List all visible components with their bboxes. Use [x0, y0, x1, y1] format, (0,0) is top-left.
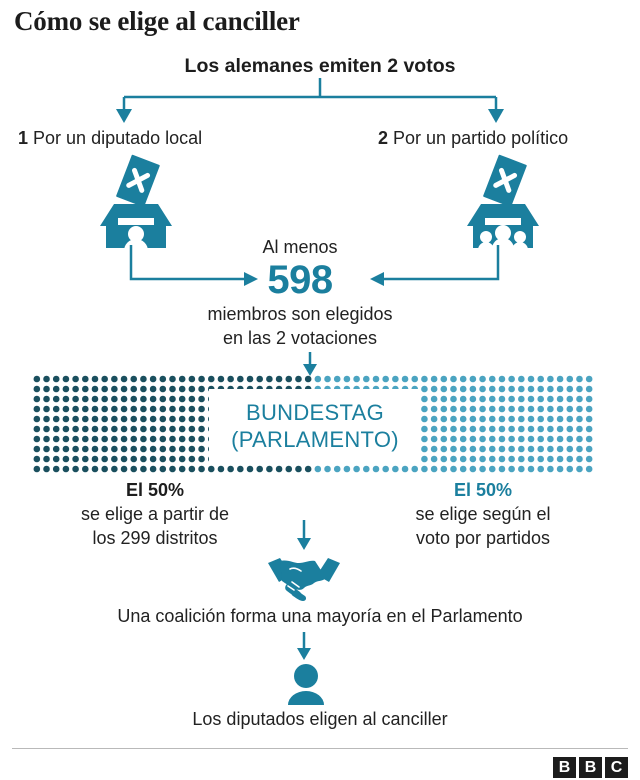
chancellor-caption: Los diputados eligen al canciller	[192, 709, 448, 729]
ballot-box-single-person-icon	[100, 154, 172, 251]
members-suffix: miembros son elegidos en las 2 votacione…	[150, 302, 450, 350]
bbc-logo-letter-2: B	[579, 757, 602, 778]
arrow-to-chancellor	[297, 632, 311, 660]
bbc-logo-letter-1: B	[553, 757, 576, 778]
person-icon	[288, 664, 324, 705]
right-half-line2: voto por partidos	[415, 528, 551, 548]
members-suffix-line1: miembros son elegidos	[207, 304, 393, 324]
left-half-heading: El 50%	[125, 480, 185, 500]
ballot-box-group-people-icon	[467, 154, 539, 250]
parliament-label: BUNDESTAG (PARLAMENTO)	[209, 389, 421, 463]
right-half-heading: El 50%	[453, 480, 513, 500]
members-suffix-line2: en las 2 votaciones	[222, 328, 378, 348]
branch-label-2: 2 Por un partido político	[378, 128, 640, 149]
members-count: 598	[267, 258, 333, 302]
right-half-caption: El 50% se elige según el voto por partid…	[348, 478, 618, 550]
left-half-caption: El 50% se elige a partir de los 299 dist…	[20, 478, 290, 550]
parliament-name-line2: (PARLAMENTO)	[231, 427, 399, 452]
branch-text-1: Por un diputado local	[33, 128, 203, 148]
bbc-logo: B B C	[553, 757, 628, 778]
branch-number-2: 2	[378, 128, 389, 148]
arrow-to-parliament	[303, 352, 317, 376]
converge-arrows	[129, 245, 500, 286]
right-half-line1: se elige según el	[415, 504, 551, 524]
footer-divider	[12, 748, 628, 749]
bbc-logo-letter-3: C	[605, 757, 628, 778]
left-half-line2: los 299 distritos	[92, 528, 218, 548]
members-prefix: Al menos	[262, 237, 338, 257]
left-half-line1: se elige a partir de	[80, 504, 230, 524]
branch-number-1: 1	[18, 128, 29, 148]
handshake-icon	[268, 558, 340, 601]
coalition-caption: Una coalición forma una mayoría en el Pa…	[117, 606, 523, 626]
branch-text-2: Por un partido político	[393, 128, 569, 148]
split-connector-arrows	[116, 78, 504, 123]
parliament-name-line1: BUNDESTAG	[246, 400, 384, 425]
arrow-to-coalition	[297, 520, 311, 550]
page-title: Cómo se elige al canciller	[14, 6, 300, 36]
subtitle: Los alemanes emiten 2 votos	[184, 55, 456, 77]
branch-label-1: 1 Por un diputado local	[18, 128, 318, 149]
